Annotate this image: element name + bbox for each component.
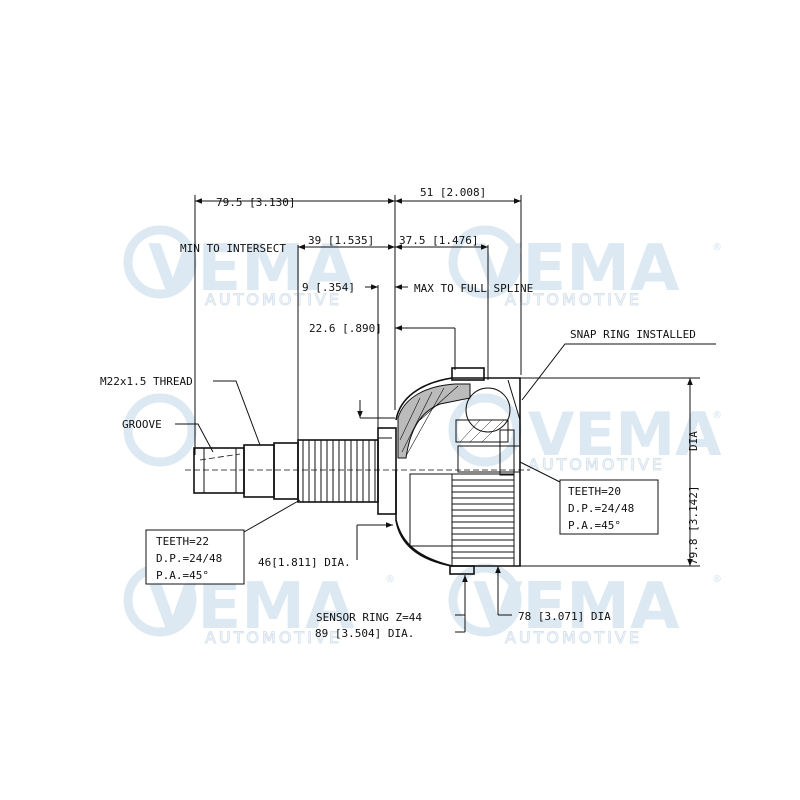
watermark-middle-left: [123, 393, 197, 467]
watermark-brand: VEMA: [473, 232, 680, 306]
dimension-labels: 79.5 [3.130] 51 [2.008] MIN TO INTERSECT…: [180, 186, 700, 640]
callouts: M22x1.5 THREAD GROOVE SNAP RING INSTALLE…: [100, 328, 716, 624]
watermark-mark: ®: [712, 410, 722, 421]
watermark-top-left: VEMA AUTOMOTIVE: [123, 225, 355, 310]
shaft-splines: [302, 440, 376, 502]
dimension-lines: [194, 195, 700, 633]
watermark-sub: AUTOMOTIVE: [505, 290, 642, 309]
callout-sensor-ring: SENSOR RING Z=44: [316, 611, 422, 624]
spec-left-teeth: TEETH=22: [156, 535, 209, 548]
callout-groove: GROOVE: [122, 418, 162, 431]
dim-ring-dia: 78 [3.071] DIA: [518, 610, 611, 623]
dim-shaft-dia: 46[1.811] DIA.: [258, 556, 351, 569]
dim-max-full-spline: MAX TO FULL SPLINE: [414, 282, 533, 295]
spec-box-left: TEETH=22 D.P.=24/48 P.A.=45°: [145, 499, 301, 585]
cv-joint-part: [185, 367, 530, 575]
callout-thread: M22x1.5 THREAD: [100, 375, 193, 388]
dim-spline-length: 22.6 [.890]: [309, 322, 382, 335]
watermark-mark: ®: [712, 242, 722, 253]
spec-left-dp: D.P.=24/48: [156, 552, 222, 565]
watermark-sub: AUTOMOTIVE: [528, 455, 665, 474]
spec-right-teeth: TEETH=20: [568, 485, 621, 498]
spec-left-pa: P.A.=45°: [156, 569, 209, 582]
dim-height-dia: 79.8 [3.142]: [687, 486, 700, 565]
spec-box-right: TEETH=20 D.P.=24/48 P.A.=45°: [519, 461, 659, 535]
spec-right-pa: P.A.=45°: [568, 519, 621, 532]
spec-right-dp: D.P.=24/48: [568, 502, 634, 515]
watermark-mark: ®: [712, 574, 722, 585]
dim-min-to-intersect-label: MIN TO INTERSECT: [180, 242, 286, 255]
dim-inner-length: 37.5 [1.476]: [399, 234, 478, 247]
watermark-sub: AUTOMOTIVE: [505, 628, 642, 647]
watermark-bottom-right: VEMA AUTOMOTIVE ®: [448, 563, 722, 648]
dim-overall: 79.5 [3.130]: [216, 196, 295, 209]
watermark-brand: VEMA: [473, 570, 680, 644]
dim-height-dia-suffix: DIA: [687, 431, 700, 451]
sensor-ring-teeth: [451, 473, 515, 567]
watermark-mark: ®: [385, 574, 395, 585]
watermark-bottom-left: VEMA AUTOMOTIVE ®: [123, 563, 395, 648]
dim-outer-length: 51 [2.008]: [420, 186, 486, 199]
watermark-sub: AUTOMOTIVE: [205, 628, 342, 647]
watermark-middle-right: VEMA AUTOMOTIVE ®: [448, 393, 722, 475]
dim-min-to-intersect: 39 [1.535]: [308, 234, 374, 247]
dim-outer-dia: 89 [3.504] DIA.: [315, 627, 414, 640]
watermark-sub: AUTOMOTIVE: [205, 290, 342, 309]
watermark-top-right: VEMA AUTOMOTIVE ®: [448, 225, 722, 310]
callout-snap-ring: SNAP RING INSTALLED: [570, 328, 696, 341]
dim-spline-offset: 9 [.354]: [302, 281, 355, 294]
